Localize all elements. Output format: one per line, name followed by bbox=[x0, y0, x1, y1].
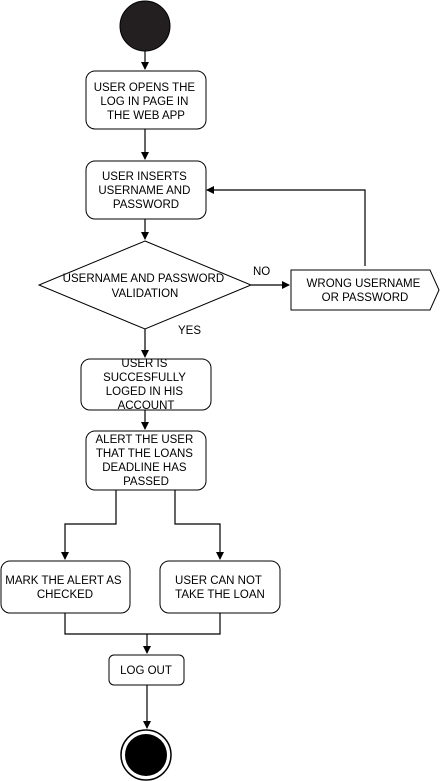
svg-text:MARK THE ALERT AS CHECKE: MARK THE ALERT AS CHECKED bbox=[5, 575, 125, 601]
insert-line-2: USERNAME AND bbox=[98, 185, 190, 197]
action-insert-credentials: USER INSERTS USERNAME AND PASSWORD bbox=[85, 160, 207, 220]
mark-line-2: CHECKED bbox=[37, 589, 93, 601]
svg-text:ALERT THE USER THAT THE: ALERT THE USER THAT THE LOANS DEADLINE H… bbox=[96, 434, 197, 488]
alert-line-3: DEADLINE HAS bbox=[102, 462, 187, 474]
open-login-line-1: USER OPENS THE bbox=[94, 82, 196, 94]
alert-line-2: THAT THE LOANS bbox=[96, 448, 193, 460]
svg-text:USER IS SUCCESFULLY: USER IS SUCCESFULLY LOGED IN HIS ACCOUNT bbox=[103, 358, 189, 412]
svg-text:LOG OUT: LOG OUT bbox=[120, 665, 172, 677]
cannot-line-1: USER CAN NOT bbox=[175, 575, 262, 587]
action-mark-alert: MARK THE ALERT AS CHECKED bbox=[0, 560, 131, 614]
edge-label-no: NO bbox=[253, 266, 270, 278]
action-alert-user: ALERT THE USER THAT THE LOANS DEADLINE H… bbox=[85, 430, 207, 491]
edge-mark-merge bbox=[64, 613, 221, 635]
svg-text:USERNAME AND PASSWORD VA: USERNAME AND PASSWORD VALIDATION bbox=[63, 273, 228, 300]
logged-line-4: ACCOUNT bbox=[118, 400, 175, 412]
action-logged-in: USER IS SUCCESFULLY LOGED IN HIS ACCOUNT bbox=[80, 358, 212, 412]
logged-line-2: SUCCESFULLY bbox=[103, 372, 186, 384]
svg-text:USER INSERTS USERNAME AN: USER INSERTS USERNAME AND PASSWORD bbox=[98, 171, 193, 211]
alert-line-1: ALERT THE USER bbox=[96, 434, 194, 446]
start-node bbox=[119, 0, 171, 52]
alert-line-4: PASSED bbox=[123, 476, 169, 488]
wrong-line-2: OR PASSWORD bbox=[322, 292, 409, 304]
edge-alert-to-mark bbox=[61, 490, 117, 560]
svg-text:WRONG USERNAME OR PASSWO: WRONG USERNAME OR PASSWORD bbox=[307, 278, 424, 304]
logout-line-1: LOG OUT bbox=[120, 665, 172, 677]
open-login-line-2: LOG IN PAGE IN bbox=[100, 96, 188, 108]
svg-text:USER CAN NOT TAKE THE LO: USER CAN NOT TAKE THE LOAN bbox=[175, 575, 265, 601]
action-cannot-take-loan: USER CAN NOT TAKE THE LOAN bbox=[159, 560, 281, 614]
edge-wrong-to-insert bbox=[206, 186, 366, 266]
mark-line-1: MARK THE ALERT AS bbox=[5, 575, 122, 587]
open-login-line-3: THE WEB APP bbox=[107, 110, 185, 122]
decision-validation: USERNAME AND PASSWORD VALIDATION bbox=[37, 240, 253, 330]
edge-alert-to-cannot bbox=[174, 490, 224, 560]
wrong-line-1: WRONG USERNAME bbox=[307, 278, 421, 290]
validation-line-1: USERNAME AND PASSWORD bbox=[63, 273, 224, 285]
cannot-line-2: TAKE THE LOAN bbox=[175, 589, 265, 601]
insert-line-1: USER INSERTS bbox=[102, 171, 187, 183]
action-log-out: LOG OUT bbox=[108, 654, 185, 686]
logged-line-1: USER IS bbox=[121, 358, 167, 370]
svg-text:USER OPENS THE LOG IN PA: USER OPENS THE LOG IN PAGE IN THE WEB AP… bbox=[94, 82, 199, 122]
validation-line-2: VALIDATION bbox=[112, 288, 179, 300]
logged-line-3: LOGED IN HIS bbox=[106, 386, 184, 398]
insert-line-3: PASSWORD bbox=[113, 199, 179, 211]
edge-label-yes: YES bbox=[178, 325, 201, 337]
action-open-login: USER OPENS THE LOG IN PAGE IN THE WEB AP… bbox=[85, 70, 207, 130]
signal-wrong-credentials: WRONG USERNAME OR PASSWORD bbox=[290, 269, 440, 311]
end-node bbox=[120, 729, 172, 781]
